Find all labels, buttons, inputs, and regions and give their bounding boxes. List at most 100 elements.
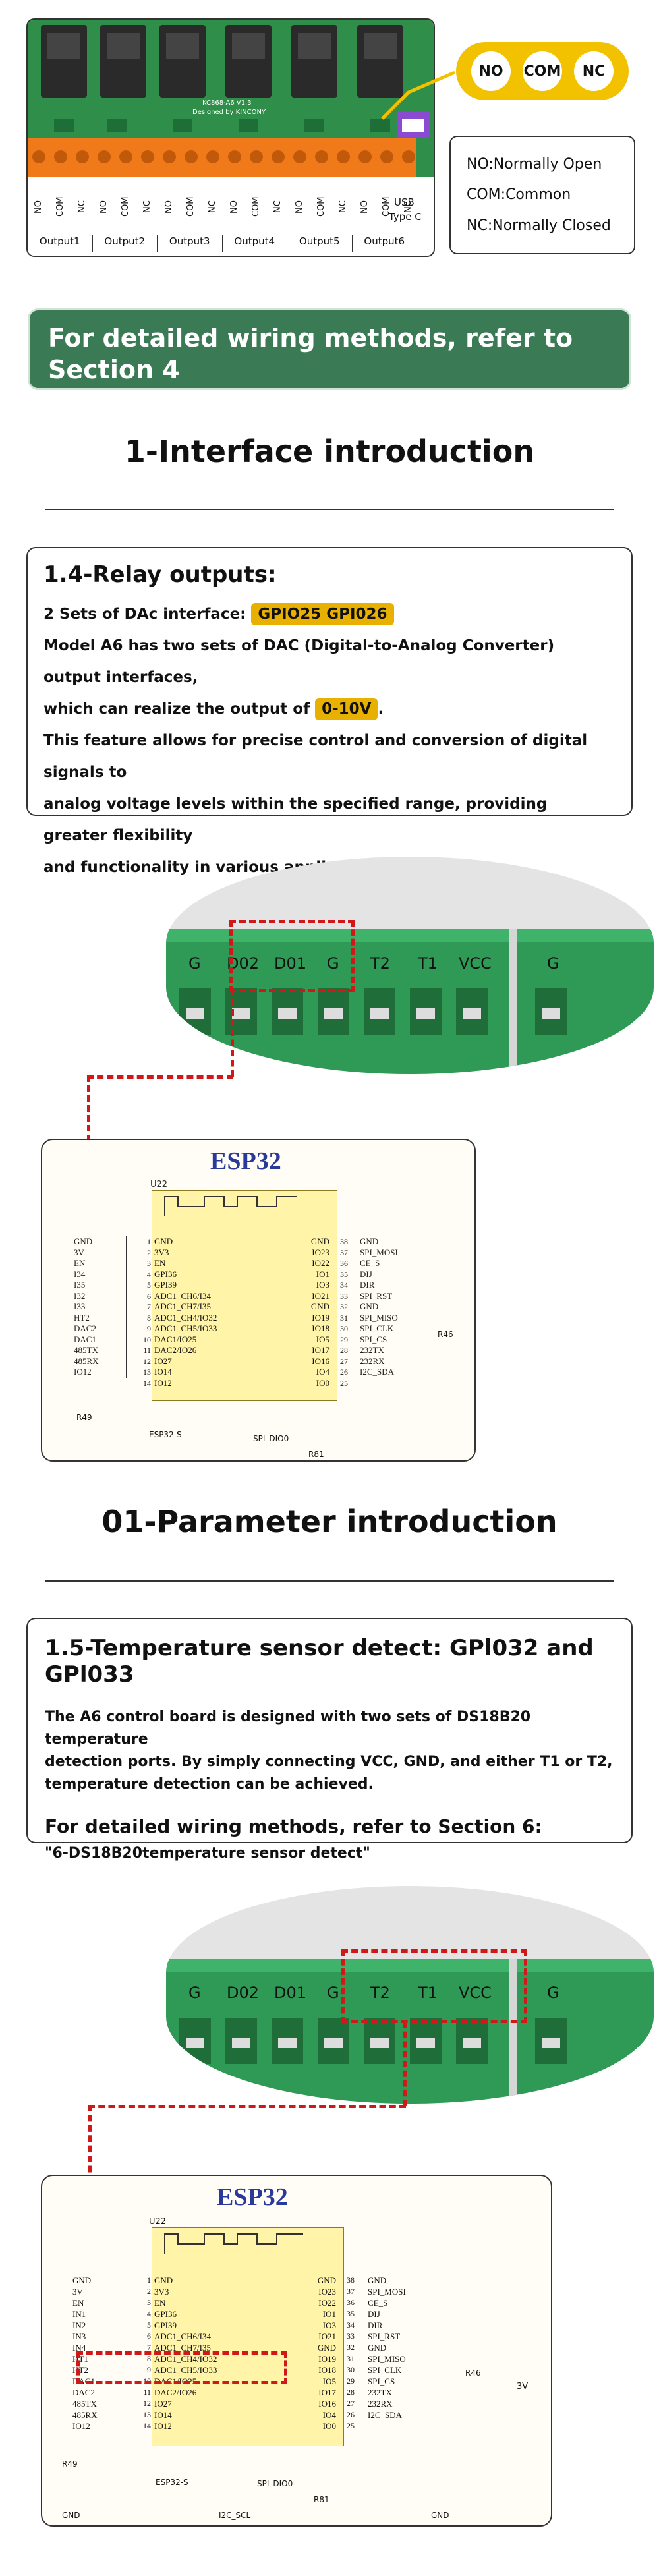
dac-label: 2 Sets of DAc interface: (43, 606, 246, 623)
terminal-label: NC (77, 200, 87, 214)
terminal-d02: D02 (227, 1984, 260, 2002)
gnd-label: GND (62, 2511, 80, 2520)
output-label: Output3 (158, 235, 223, 252)
card-line: which can realize the output of 0-10V. (43, 693, 616, 725)
terminal-d01: D01 (274, 954, 307, 973)
terminal-label: COM (186, 196, 196, 217)
legend-nc: NC:Normally Closed (467, 217, 611, 235)
relay-outputs-card: 1.4-Relay outputs: 2 Sets of DAc interfa… (26, 547, 633, 876)
chip-pin-diagram (164, 2233, 303, 2254)
terminal-label: NC (273, 200, 283, 214)
output-label: Output4 (223, 235, 287, 252)
board-brand-label: Designed by KINCONY (192, 109, 266, 116)
card-line: Model A6 has two sets of DAC (Digital-to… (43, 637, 555, 686)
terminal-block-illustration (166, 1959, 654, 2104)
terminal-t1: T1 (418, 1984, 438, 2002)
red-connector (88, 2105, 406, 2108)
schematic-title: ESP32 (210, 1147, 281, 1175)
terminal-label: NO (99, 200, 109, 214)
terminal-label-row: G D02 D01 G T2 T1 VCC G (166, 1984, 654, 2010)
terminal-label: NC (338, 200, 348, 214)
terminal-g: G (547, 1984, 559, 2002)
terminal-block-photo: G D02 D01 G T2 T1 VCC G (166, 1886, 654, 2104)
terminal-label-row: G D02 D01 G T2 T1 VCC G (166, 954, 654, 981)
legend-no: NO:Normally Open (467, 156, 602, 173)
r49-label: R49 (62, 2459, 78, 2469)
output-range-prefix: which can realize the output of (43, 701, 310, 718)
esp32-ref: ESP32-S (156, 2478, 188, 2487)
r46-label: R46 (438, 1330, 453, 1339)
spi-label: SPI_DIO0 (257, 2479, 293, 2488)
card-line: This feature allows for precise control … (43, 732, 588, 781)
legend-com: COM:Common (467, 186, 571, 204)
section-title-interface: 1-Interface introduction (124, 434, 535, 469)
board-model-label: KC868-A6 V1.3 (202, 100, 252, 107)
terminal-label: COM (121, 196, 130, 217)
terminal-label: NC (142, 200, 152, 214)
terminal-label: NO (164, 200, 174, 214)
divider (45, 509, 614, 510)
card-line: detection ports. By simply connecting VC… (45, 1754, 613, 1770)
card-line: temperature detection can be achieved. (45, 1776, 374, 1792)
terminal-g: G (327, 1984, 339, 2002)
card-heading: 1.5-Temperature sensor detect: GPl032 an… (45, 1635, 594, 1688)
section-title-parameter: 01-Parameter introduction (101, 1504, 558, 1539)
section-reference: "6-DS18B20temperature sensor detect" (45, 1845, 370, 1862)
r49-label: R49 (76, 1413, 92, 1422)
terminal-t2: T2 (370, 954, 390, 973)
terminal-block-photo: G D02 D01 G T2 T1 VCC G (166, 857, 654, 1074)
output-label: Output6 (364, 235, 405, 247)
relay-board-photo: KC868-A6 V1.3 Designed by KINCONY NO COM… (26, 18, 435, 257)
voltage-highlight: 0-10V (315, 698, 378, 720)
terminal-label: NO (360, 200, 370, 214)
divider (45, 1580, 614, 1582)
terminal-label: NO (229, 200, 239, 214)
terminal-g: G (327, 954, 339, 973)
pill-nc: NC (574, 51, 614, 91)
pill-connector (381, 71, 455, 120)
terminal-label: NC (208, 200, 217, 214)
terminal-label: NO (295, 200, 304, 214)
red-connector (231, 988, 234, 1077)
relay-board-illustration (28, 20, 434, 256)
terminal-g: G (188, 954, 201, 973)
i2c-scl-label: I2C_SCL (219, 2511, 251, 2520)
wiring-banner: For detailed wiring methods, refer to Se… (28, 308, 631, 413)
ht-pin-highlight (76, 2351, 287, 2384)
contact-pill: NO COM NC (456, 42, 629, 100)
terminal-label: NO (34, 200, 43, 214)
contact-legend: NO:Normally Open COM:Common NC:Normally … (449, 136, 635, 254)
gnd-label: GND (431, 2511, 449, 2520)
chip-body (152, 1190, 337, 1401)
card-subheading: For detailed wiring methods, refer to Se… (45, 1816, 542, 1837)
red-connector (403, 2022, 407, 2106)
banner-line-1: For detailed wiring methods, refer to Se… (48, 324, 573, 384)
esp32-ref: ESP32-S (149, 1430, 182, 1439)
chip-ref: U22 (149, 2217, 167, 2227)
spi-label: SPI_DIO0 (253, 1434, 289, 1443)
terminal-label: COM (55, 196, 65, 217)
terminal-t2: T2 (370, 1984, 390, 2002)
temperature-card: 1.5-Temperature sensor detect: GPl032 an… (26, 1618, 633, 1862)
output-label: Output2 (93, 235, 158, 252)
output-label: Output1 (28, 235, 93, 252)
card-heading: 1.4-Relay outputs: (43, 561, 277, 588)
r46-label: R46 (465, 2368, 481, 2378)
terminal-d01: D01 (274, 1984, 307, 2002)
pill-no: NO (471, 51, 511, 91)
terminal-block-illustration (166, 929, 654, 1074)
card-line: 2 Sets of DAc interface: GPIO25 GPI026 (43, 598, 616, 630)
v3-label: 3V (517, 2382, 529, 2391)
red-connector (87, 1075, 233, 1079)
